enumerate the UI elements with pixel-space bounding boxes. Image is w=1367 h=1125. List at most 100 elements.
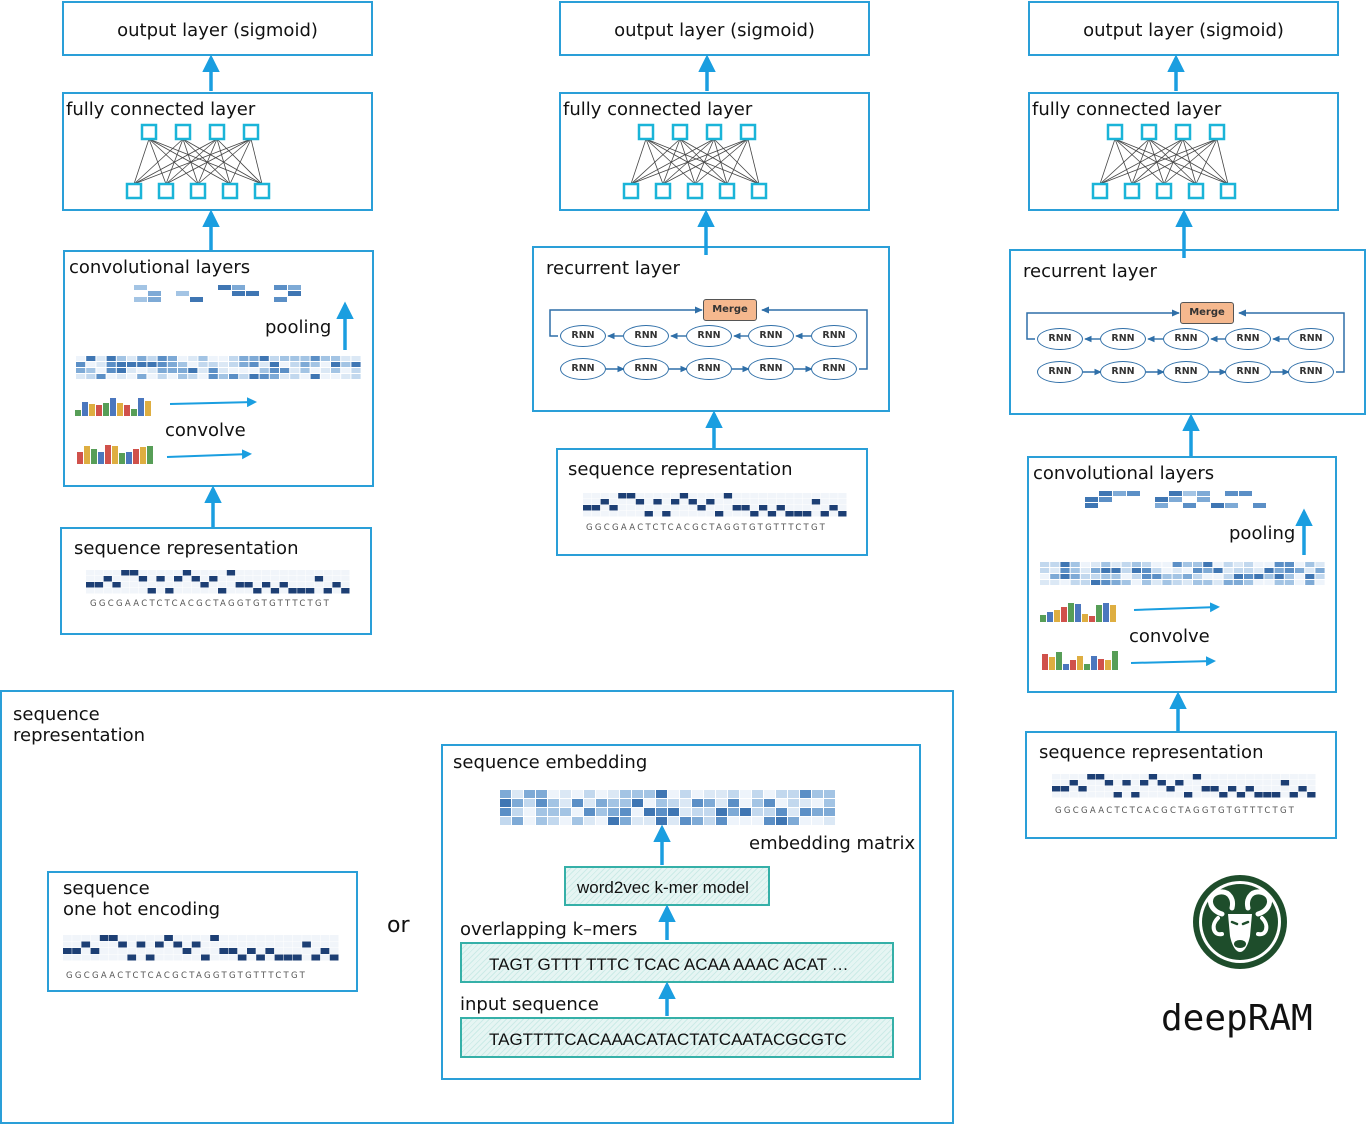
- c1-seqrep-label: sequence representation: [74, 538, 299, 559]
- c1-feature-map-cell: [280, 368, 290, 373]
- c3-convolve-label: convolve: [1129, 626, 1210, 647]
- c2-seqrep-label: sequence representation: [568, 459, 793, 480]
- embedding-matrix-cell: [776, 808, 787, 816]
- rnn-cell: RNN: [560, 325, 606, 347]
- c2-onehot-bg-cell: [653, 511, 662, 517]
- c3-feature-map-cell: [1101, 580, 1111, 585]
- c3-onehot-bg-cell: [1052, 792, 1061, 798]
- embedding-matrix-cell: [800, 790, 811, 798]
- c1-motif-1-bar: [82, 402, 88, 416]
- c3-onehot-bg-cell: [1131, 780, 1140, 786]
- c2-onehot-hot-cell: [671, 499, 680, 505]
- panel-onehot-bg-cell: [191, 935, 201, 941]
- c3-onehot-hot-cell: [1201, 786, 1210, 792]
- c3-onehot-bg-cell: [1307, 780, 1316, 786]
- panel-onehot-bg-cell: [182, 941, 192, 948]
- c2-onehot-hot-cell: [662, 511, 671, 517]
- c3-onehot-bg-cell: [1263, 780, 1272, 786]
- c2-fc-edge: [726, 138, 749, 185]
- panel-onehot-bg-cell: [182, 954, 192, 961]
- c2-onehot-hot-cell: [697, 505, 706, 511]
- onehot-sequence-text: GGCGAACTCTCACGCTAGGTGTGTTTCTGT: [66, 971, 308, 981]
- panel-onehot-bg-cell: [201, 948, 210, 954]
- c2-onehot-bg-cell: [706, 493, 715, 499]
- panel-onehot-bg-cell: [237, 941, 247, 948]
- c3-feature-map-cell: [1131, 562, 1141, 567]
- c3-motif-1-bar: [1089, 616, 1095, 622]
- c3-pooled-map-cell: [1085, 497, 1098, 502]
- c3-onehot-bg-cell: [1175, 786, 1184, 792]
- c3-feature-map-cell: [1213, 562, 1223, 567]
- c1-motif-2-bar: [98, 452, 104, 464]
- c3-onehot-hot-cell: [1060, 786, 1070, 792]
- c1-feature-map-cell: [198, 362, 208, 367]
- embedding-matrix-cell: [704, 817, 715, 825]
- embedding-matrix-cell: [752, 808, 763, 816]
- c1-onehot-hot-cell: [218, 588, 227, 594]
- c1-motif-1-bar: [138, 398, 144, 416]
- c1-feature-map-cell: [167, 356, 177, 361]
- c2-fc-edge: [662, 138, 749, 185]
- c1-onehot-bg-cell: [341, 576, 350, 582]
- c1-feature-map-cell: [320, 374, 330, 379]
- c3-onehot-bg-cell: [1122, 774, 1131, 780]
- c2-onehot-bg-cell: [688, 511, 697, 517]
- c1-fc-node: [253, 182, 271, 200]
- c1-onehot-hot-cell: [94, 582, 104, 588]
- embedding-matrix-cell: [560, 790, 571, 798]
- embedding-matrix-cell: [632, 799, 643, 807]
- c1-feature-map-cell: [269, 362, 279, 367]
- c3-fc-edge: [1163, 138, 1218, 185]
- embedding-matrix-cell: [632, 790, 643, 798]
- c3-feature-map-cell: [1203, 562, 1213, 567]
- c1-pooled-map-cell: [288, 291, 301, 296]
- c3-fc-edge: [1099, 138, 1184, 185]
- panel-onehot-bg-cell: [293, 948, 302, 954]
- c1-onehot-bg-cell: [226, 588, 236, 594]
- c3-feature-map-cell: [1305, 574, 1315, 579]
- embedding-matrix-cell: [824, 817, 835, 825]
- c1-feature-map-cell: [249, 368, 259, 373]
- c1-onehot-bg-cell: [165, 582, 174, 588]
- c3-feature-map-cell: [1233, 568, 1243, 573]
- panel-onehot-bg-cell: [274, 941, 284, 948]
- c1-motif-2-bar: [126, 452, 132, 464]
- c3-onehot-bg-cell: [1148, 780, 1158, 786]
- panel-onehot-hot-cell: [219, 948, 229, 954]
- panel-onehot-bg-cell: [164, 941, 173, 948]
- c3-onehot-bg-cell: [1060, 780, 1070, 786]
- c1-onehot-hot-cell: [182, 570, 192, 576]
- c2-fc-node: [739, 123, 757, 141]
- c2-onehot-bg-cell: [732, 499, 741, 505]
- embedding-matrix-cell: [728, 817, 739, 825]
- c3-feature-map-cell: [1121, 568, 1131, 573]
- c2-onehot-hot-cell: [679, 493, 689, 499]
- c2-onehot-bg-cell: [679, 499, 689, 505]
- c3-motif-1-bar: [1082, 614, 1088, 622]
- c3-feature-map-cell: [1244, 568, 1254, 573]
- c3-feature-map-cell: [1274, 574, 1284, 579]
- c3-motif-1-bar: [1061, 607, 1067, 622]
- c1-onehot-bg-cell: [121, 582, 130, 588]
- embedding-matrix-cell: [680, 799, 691, 807]
- c3-feature-map-cell: [1223, 562, 1233, 567]
- c2-fc-edge: [694, 138, 749, 185]
- c3-feature-map-cell: [1315, 562, 1325, 567]
- c1-motif-2-bar: [91, 449, 97, 464]
- c2-onehot-hot-cell: [609, 505, 618, 511]
- c3-onehot-bg-cell: [1140, 792, 1149, 798]
- c1-fc-edge: [182, 138, 231, 185]
- embedding-matrix-cell: [716, 817, 727, 825]
- c3-onehot-bg-cell: [1201, 792, 1210, 798]
- c3-feature-map-cell: [1182, 568, 1192, 573]
- c1-fc-node: [189, 182, 207, 200]
- c1-onehot-bg-cell: [94, 576, 104, 582]
- c3-feature-map-cell: [1182, 580, 1192, 585]
- c1-onehot-bg-cell: [244, 576, 253, 582]
- rnn-cell: RNN: [1163, 361, 1209, 383]
- c3-onehot-bg-cell: [1131, 774, 1140, 780]
- embedding-matrix-cell: [572, 799, 583, 807]
- c3-pooled-map-cell: [1253, 503, 1266, 508]
- c1-motif-1-bar: [124, 405, 130, 416]
- embedding-matrix-cell: [704, 808, 715, 816]
